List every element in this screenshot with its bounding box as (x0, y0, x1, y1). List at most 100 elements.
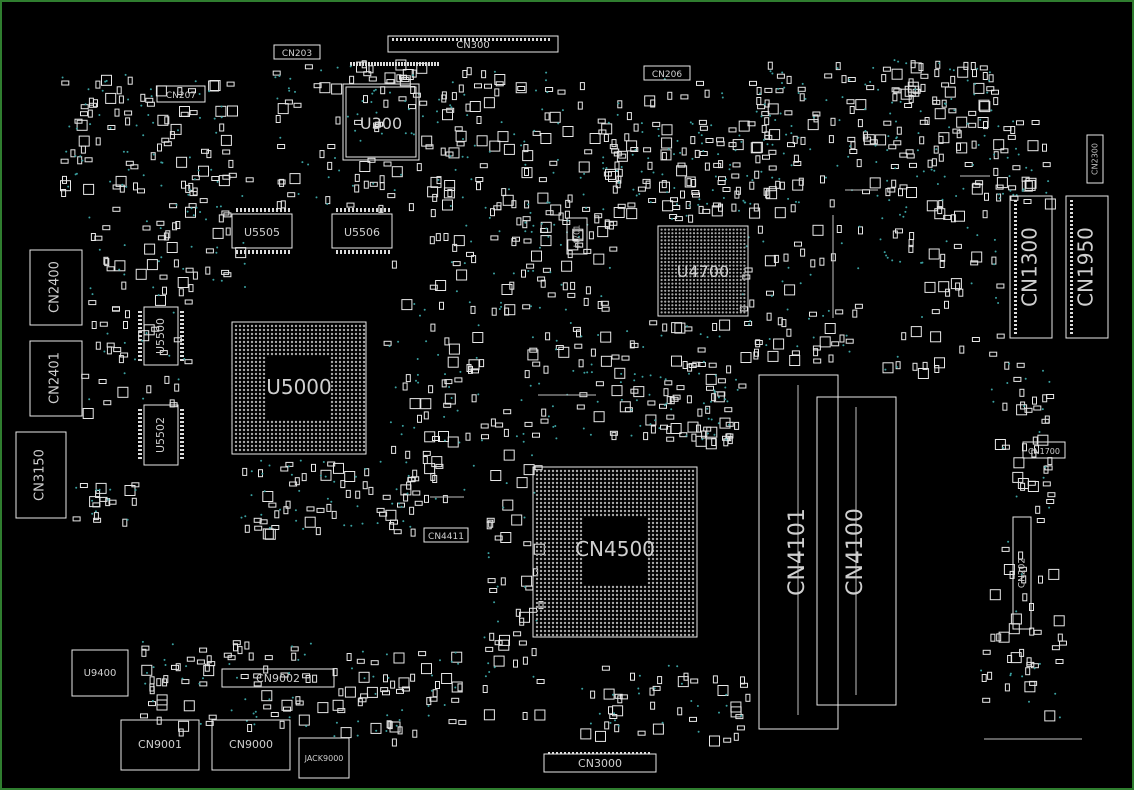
connector-cn2300[interactable]: CN2300 (1086, 134, 1104, 184)
via (699, 333, 702, 336)
via (1015, 610, 1018, 613)
via (279, 136, 282, 139)
connector-cn207[interactable]: CN207 (156, 85, 206, 103)
via (876, 194, 879, 197)
connector-cn2401[interactable]: CN2401 (29, 340, 83, 417)
passive-component (95, 490, 101, 498)
connector-cn9000[interactable]: CN9000 (211, 719, 291, 771)
via (356, 113, 359, 116)
passive-component (80, 111, 88, 117)
passive-component (254, 525, 263, 531)
via (920, 261, 923, 264)
passive-component (579, 82, 585, 91)
u5502-label: U5502 (154, 417, 167, 453)
via (400, 505, 403, 508)
chip-u300[interactable]: U300 (342, 83, 420, 161)
via (123, 244, 126, 247)
passive-component (354, 173, 360, 182)
pin-pad (380, 208, 382, 212)
pin-pad (604, 752, 606, 754)
via (561, 109, 564, 112)
cn207-label: CN207 (166, 91, 196, 101)
connector-j4701[interactable]: J4701 (566, 217, 588, 255)
chip-u5502[interactable]: U5502 (143, 404, 179, 466)
passive-component (1003, 126, 1012, 132)
connector-cn300[interactable]: CN300 (387, 35, 559, 53)
connector-cn2400[interactable]: CN2400 (29, 249, 83, 326)
chip-u5505[interactable]: U5505 (231, 213, 293, 249)
via (307, 163, 310, 166)
chip-u5500[interactable]: U5500 (143, 306, 179, 366)
passive-component (205, 266, 211, 275)
bga-u5000[interactable]: U5000 (231, 321, 367, 455)
passive-component (547, 292, 556, 298)
passive-component (488, 519, 494, 528)
via (883, 251, 886, 254)
via (700, 134, 703, 137)
via (376, 522, 379, 525)
passive-component (164, 116, 170, 125)
passive-component (660, 149, 672, 161)
passive-component (993, 139, 1005, 151)
via (220, 105, 223, 108)
connector-cn4100[interactable]: CN4100 (816, 396, 897, 706)
passive-component (677, 162, 686, 168)
passive-component (142, 225, 151, 231)
pin-pad (548, 38, 550, 41)
via (548, 201, 551, 204)
via (493, 601, 496, 604)
pin-pad (440, 38, 442, 41)
connector-cn1950[interactable]: CN1950 (1065, 195, 1109, 339)
connector-cn206[interactable]: CN206 (643, 65, 691, 81)
connector-jack9000[interactable]: JACK9000 (298, 737, 350, 779)
via (771, 176, 774, 179)
pin-pad (516, 38, 518, 41)
pin-pad (416, 62, 418, 66)
connector-cn9001[interactable]: CN9001 (120, 719, 200, 771)
connector-cn203[interactable]: CN203 (273, 44, 321, 60)
via (825, 176, 827, 179)
passive-component (290, 646, 299, 652)
chip-u9400[interactable]: U9400 (71, 649, 129, 697)
passive-component (674, 322, 686, 334)
via (641, 375, 644, 378)
connector-cn202[interactable]: CN202 (1012, 516, 1032, 630)
via (966, 79, 969, 82)
passive-component (199, 681, 208, 687)
via (879, 238, 882, 241)
via (327, 176, 330, 179)
connector-cn4101[interactable]: CN4101 (758, 374, 839, 730)
via (812, 336, 815, 339)
passive-component (835, 62, 841, 71)
connector-cn3000[interactable]: CN3000 (543, 753, 657, 773)
passive-component (192, 271, 198, 280)
bga-u4700[interactable]: U4700 (657, 225, 749, 317)
connector-cn1300[interactable]: CN1300 (1009, 195, 1053, 339)
connector-cn4411[interactable]: CN4411 (423, 527, 469, 543)
passive-component (122, 518, 128, 527)
passive-component (764, 134, 773, 140)
connector-cn1700[interactable]: CN1700 (1022, 441, 1066, 459)
passive-component (1024, 407, 1033, 413)
via (500, 121, 503, 124)
passive-component (444, 379, 453, 385)
passive-component (141, 648, 147, 657)
pin-pad (260, 208, 262, 212)
via (236, 676, 238, 679)
via (781, 71, 784, 74)
passive-component (163, 232, 169, 241)
passive-component (387, 193, 396, 199)
chip-u5506[interactable]: U5506 (331, 213, 393, 249)
via (1012, 193, 1015, 196)
connector-cn3150[interactable]: CN3150 (15, 431, 67, 519)
passive-component (391, 445, 397, 454)
connector-cn9002[interactable]: CN9002 (221, 668, 335, 688)
passive-component (855, 99, 867, 111)
via (1025, 166, 1028, 169)
passive-component (262, 528, 274, 540)
via (118, 268, 121, 271)
passive-component (540, 279, 546, 288)
bga-cn4500[interactable]: CN4500 (532, 466, 698, 638)
via (67, 185, 70, 188)
via (411, 74, 414, 77)
